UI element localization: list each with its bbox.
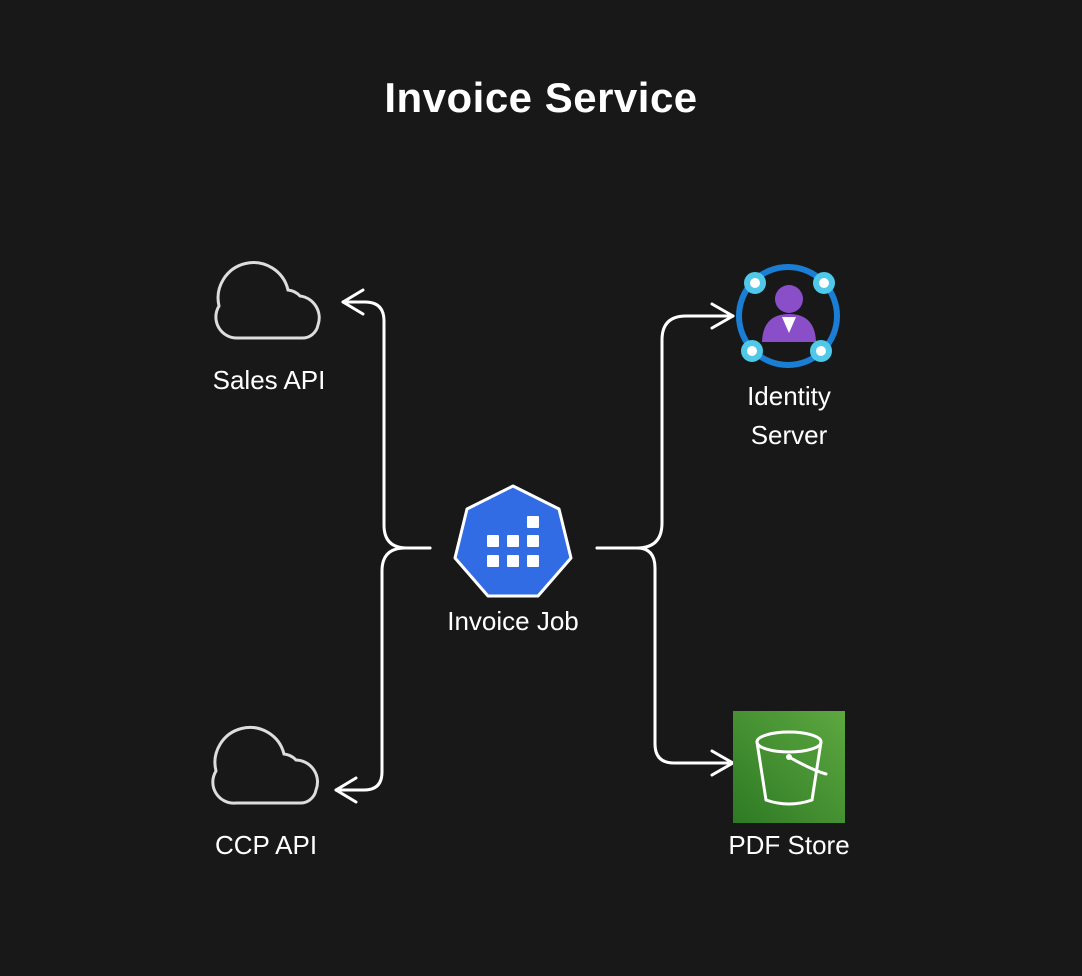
node-label-invoice-job: Invoice Job [447, 606, 579, 636]
cloud-icon [211, 725, 319, 805]
arrowhead-sales-api [341, 288, 365, 316]
kubernetes-job-icon [453, 484, 573, 598]
arrowhead-identity-server [710, 302, 735, 330]
edge-invoice-job-to-pdf-store [595, 546, 735, 765]
diagram-title: Invoice Service [384, 74, 698, 121]
identity-user-icon [736, 264, 840, 368]
edge-invoice-job-to-identity-server [595, 314, 735, 550]
node-label-ccp-api: CCP API [214, 830, 318, 860]
arrowhead-ccp-api [334, 776, 358, 804]
edge-invoice-job-to-sales-api [341, 300, 432, 550]
edge-invoice-job-to-ccp-api [334, 546, 432, 792]
s3-bucket-icon [733, 711, 845, 823]
node-label-pdf-store: PDF Store [728, 830, 850, 860]
node-label-identity-server-line2: Server [750, 420, 828, 450]
node-label-sales-api: Sales API [212, 365, 326, 395]
cloud-icon [214, 261, 321, 340]
node-label-identity-server-line1: Identity [747, 381, 831, 411]
